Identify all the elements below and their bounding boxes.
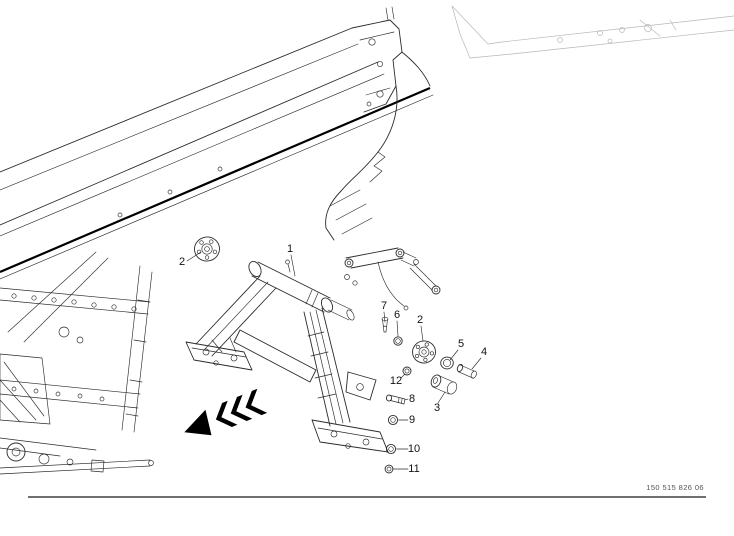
callout-label-10: 10 [408, 443, 420, 455]
chassis-frame [0, 251, 154, 475]
callout-label-5: 5 [458, 338, 464, 350]
part-nut-11 [384, 464, 394, 474]
ghost-structure [451, 5, 734, 59]
support-stand [185, 259, 389, 453]
part-bushing-3 [430, 374, 458, 395]
part-washer-5 [440, 356, 454, 370]
part-ring-6 [393, 336, 403, 346]
part-ring-12 [402, 366, 412, 376]
callout-label-12: 12 [390, 375, 402, 387]
callout-label-9: 9 [409, 414, 415, 426]
part-washer-9 [387, 414, 399, 426]
callout-label-6: 6 [394, 309, 400, 321]
callout-label-4: 4 [481, 346, 487, 358]
part-flange-left [194, 236, 220, 262]
callout-leaders [186, 251, 482, 470]
drawing-number: 150 515 826 06 [646, 483, 704, 492]
callout-labels: 2 1 7 6 2 5 4 12 8 3 9 10 11 [179, 243, 487, 475]
callout-label-3: 3 [434, 402, 440, 414]
callout-label-2a: 2 [179, 256, 185, 268]
callout-label-2b: 2 [417, 314, 423, 326]
part-bolt-8 [385, 394, 406, 405]
part-washer-10 [385, 443, 397, 455]
linkage-assembly [344, 247, 441, 311]
callout-label-8: 8 [409, 393, 415, 405]
part-pin-4 [456, 363, 477, 379]
callout-label-1: 1 [287, 243, 293, 255]
direction-arrow-icon [184, 388, 268, 436]
part-flange-right [412, 340, 436, 364]
boom-assembly [0, 6, 434, 280]
small-parts [381, 316, 477, 474]
callout-label-7: 7 [381, 300, 387, 312]
callout-label-11: 11 [408, 463, 419, 475]
